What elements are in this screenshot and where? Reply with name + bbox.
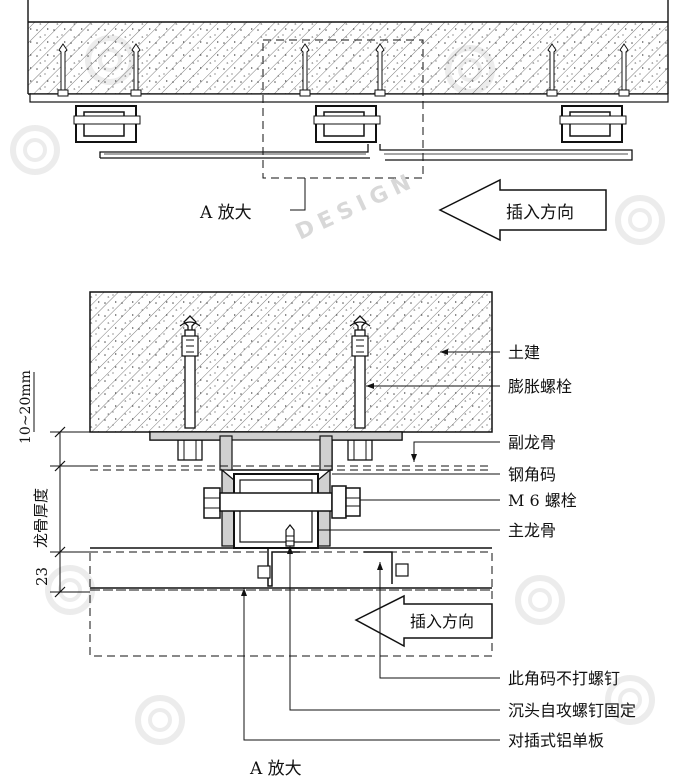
label-secondary-keel: 副龙骨 bbox=[508, 433, 556, 452]
top-insert-arrow-label: 插入方向 bbox=[506, 203, 574, 223]
dim-keel-thickness-label: 龙骨厚度 bbox=[32, 488, 50, 548]
top-main-keel-3 bbox=[559, 105, 627, 143]
label-main-keel: 主龙骨 bbox=[508, 521, 556, 540]
panel-clip-left bbox=[257, 548, 300, 587]
label-no-screw: 此角码不打螺钉 bbox=[508, 669, 620, 688]
dim-gap-label: 10~20mm bbox=[18, 370, 34, 444]
detail-insert-arrow: 插入方向 bbox=[354, 594, 493, 648]
top-detail-label: A 放大 bbox=[199, 203, 252, 223]
countersunk-screw bbox=[285, 524, 295, 547]
expansion-bolt-left bbox=[177, 315, 203, 461]
detail-bottom-label: A 放大 bbox=[249, 759, 302, 779]
dim-panel-label: 23 bbox=[33, 567, 51, 586]
top-panel-left bbox=[99, 144, 370, 159]
detail-view: 插入方向 10~20mm 龙骨厚度 23 bbox=[18, 291, 636, 779]
top-panel-right bbox=[379, 144, 633, 161]
top-secondary-keel bbox=[29, 93, 669, 103]
top-view: A 放大 插入方向 bbox=[27, 0, 669, 242]
top-bolt-group-3 bbox=[546, 43, 630, 97]
dimension-lines bbox=[33, 372, 90, 598]
panel-clip-right bbox=[364, 551, 409, 584]
top-main-keel-2 bbox=[313, 105, 381, 143]
top-bolt-group-1 bbox=[57, 43, 142, 97]
aluminum-panel bbox=[89, 551, 493, 591]
expansion-bolt-right bbox=[347, 315, 373, 461]
detail-insert-arrow-label: 插入方向 bbox=[410, 612, 474, 631]
label-steel-angle: 钢角码 bbox=[508, 465, 556, 484]
watermark-text: DESIGN bbox=[292, 168, 420, 246]
top-insert-arrow: 插入方向 bbox=[438, 178, 607, 242]
m6-bolt bbox=[203, 485, 361, 519]
label-countersunk-screw: 沉头自攻螺钉固定 bbox=[508, 701, 636, 720]
label-civil: 土建 bbox=[508, 343, 540, 362]
label-aluminum-panel: 对插式铝单板 bbox=[508, 731, 604, 750]
top-main-keel-1 bbox=[73, 105, 141, 143]
top-bolt-group-2 bbox=[299, 43, 386, 97]
label-expansion-bolt: 膨胀螺栓 bbox=[508, 377, 572, 396]
label-m6-bolt: M 6 螺栓 bbox=[508, 491, 577, 510]
top-detail-box bbox=[262, 39, 424, 179]
